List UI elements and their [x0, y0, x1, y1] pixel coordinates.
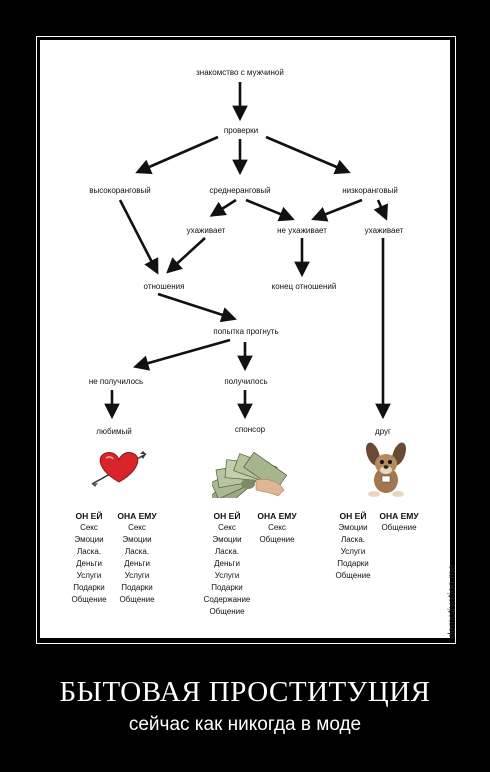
column-head: ОНА ЕМУ — [379, 511, 419, 521]
sponsor-he-column: ОН ЕЙ Секс Эмоции Ласка. Деньги Услуги П… — [198, 510, 256, 618]
list-item: Ласка. — [124, 547, 150, 556]
poster-subtitle: сейчас как никогда в моде — [128, 714, 362, 735]
arrow-high-relations — [118, 199, 159, 275]
node-failed: не получилось — [88, 377, 144, 386]
sponsor-she-column: ОНА ЕМУ Секс Общение — [252, 510, 302, 546]
node-checks: проверки — [223, 126, 259, 135]
list-item: Общение — [209, 607, 245, 616]
node-courts-b: ухаживает — [364, 226, 404, 235]
node-end-relations: конец отношений — [271, 282, 337, 291]
column-head: ОН ЕЙ — [213, 511, 241, 521]
arrow-relations-attempt — [157, 292, 237, 323]
arrow-mid-courts — [209, 198, 237, 217]
list-item: Общение — [335, 571, 371, 580]
list-item: Общение — [259, 535, 295, 544]
list-item: Ласка. — [340, 535, 366, 544]
list-item: Эмоции — [74, 535, 104, 544]
node-high: высокоранговый — [89, 186, 151, 195]
arrow-low-courts — [373, 199, 388, 221]
beloved-he-column: ОН ЕЙ Секс Эмоции Ласка. Деньги Услуги П… — [66, 510, 112, 606]
node-attempt: попытка прогнуть — [213, 327, 279, 336]
list-item: Эмоции — [122, 535, 152, 544]
list-item: Эмоции — [338, 523, 368, 532]
node-sponsor: спонсор — [234, 425, 266, 434]
arrow-checks-high — [135, 135, 219, 174]
watermark-text: demotivation.me — [447, 564, 458, 638]
node-relations: отношения — [143, 282, 185, 291]
friend-she-column: ОНА ЕМУ Общение — [374, 510, 424, 534]
list-item: Секс — [128, 523, 146, 532]
dog-toy-icon — [366, 442, 406, 497]
list-item: Эмоции — [212, 535, 242, 544]
list-item: Ласка. — [214, 547, 240, 556]
list-item: Секс — [268, 523, 286, 532]
list-item: Подарки — [337, 559, 369, 568]
arrow-checks-low — [265, 135, 351, 175]
node-succeeded: получилось — [224, 377, 268, 386]
node-courts-a: ухаживает — [186, 226, 226, 235]
flowchart-panel: знакомство с мужчиной проверки высокоран… — [40, 40, 450, 638]
arrow-low-notcourts — [311, 198, 363, 222]
friend-he-column: ОН ЕЙ Эмоции Ласка. Услуги Подарки Общен… — [330, 510, 376, 582]
list-item: Подарки — [73, 583, 105, 592]
list-item: Услуги — [124, 571, 150, 580]
list-item: Общение — [381, 523, 417, 532]
arrow-attempt-failed — [132, 338, 231, 371]
list-item: Секс — [218, 523, 236, 532]
node-mid: среднеранговый — [209, 186, 271, 195]
list-item: Общение — [119, 595, 155, 604]
list-item: Услуги — [76, 571, 102, 580]
poster-title: БЫТОВАЯ ПРОСТИТУЦИЯ — [59, 676, 431, 708]
arrow-courts-relations — [166, 237, 206, 274]
column-head: ОН ЕЙ — [75, 511, 103, 521]
node-beloved: любимый — [96, 427, 132, 436]
list-item: Подарки — [211, 583, 243, 592]
heart-with-arrow-icon — [91, 451, 147, 487]
list-item: Содержание — [203, 595, 251, 604]
list-item: Деньги — [76, 559, 102, 568]
flow-arrows — [104, 82, 391, 420]
column-head: ОНА ЕМУ — [117, 511, 157, 521]
column-head: ОНА ЕМУ — [257, 511, 297, 521]
list-item: Услуги — [340, 547, 366, 556]
watermark: demotivation.me — [437, 520, 458, 640]
list-item: Секс — [80, 523, 98, 532]
node-start: знакомство с мужчиной — [196, 68, 284, 77]
node-friend: друг — [375, 427, 391, 436]
list-item: Общение — [71, 595, 107, 604]
node-low: низкоранговый — [342, 186, 398, 195]
list-item: Деньги — [214, 559, 240, 568]
node-not-courts: не ухаживает — [277, 226, 327, 235]
list-item: Деньги — [124, 559, 150, 568]
list-item: Услуги — [214, 571, 240, 580]
column-head: ОН ЕЙ — [339, 511, 367, 521]
beloved-she-column: ОНА ЕМУ Секс Эмоции Ласка. Деньги Услуги… — [113, 510, 161, 606]
arrow-mid-notcourts — [245, 198, 295, 222]
list-item: Ласка. — [76, 547, 102, 556]
list-item: Подарки — [121, 583, 153, 592]
money-fan-icon — [212, 451, 288, 498]
